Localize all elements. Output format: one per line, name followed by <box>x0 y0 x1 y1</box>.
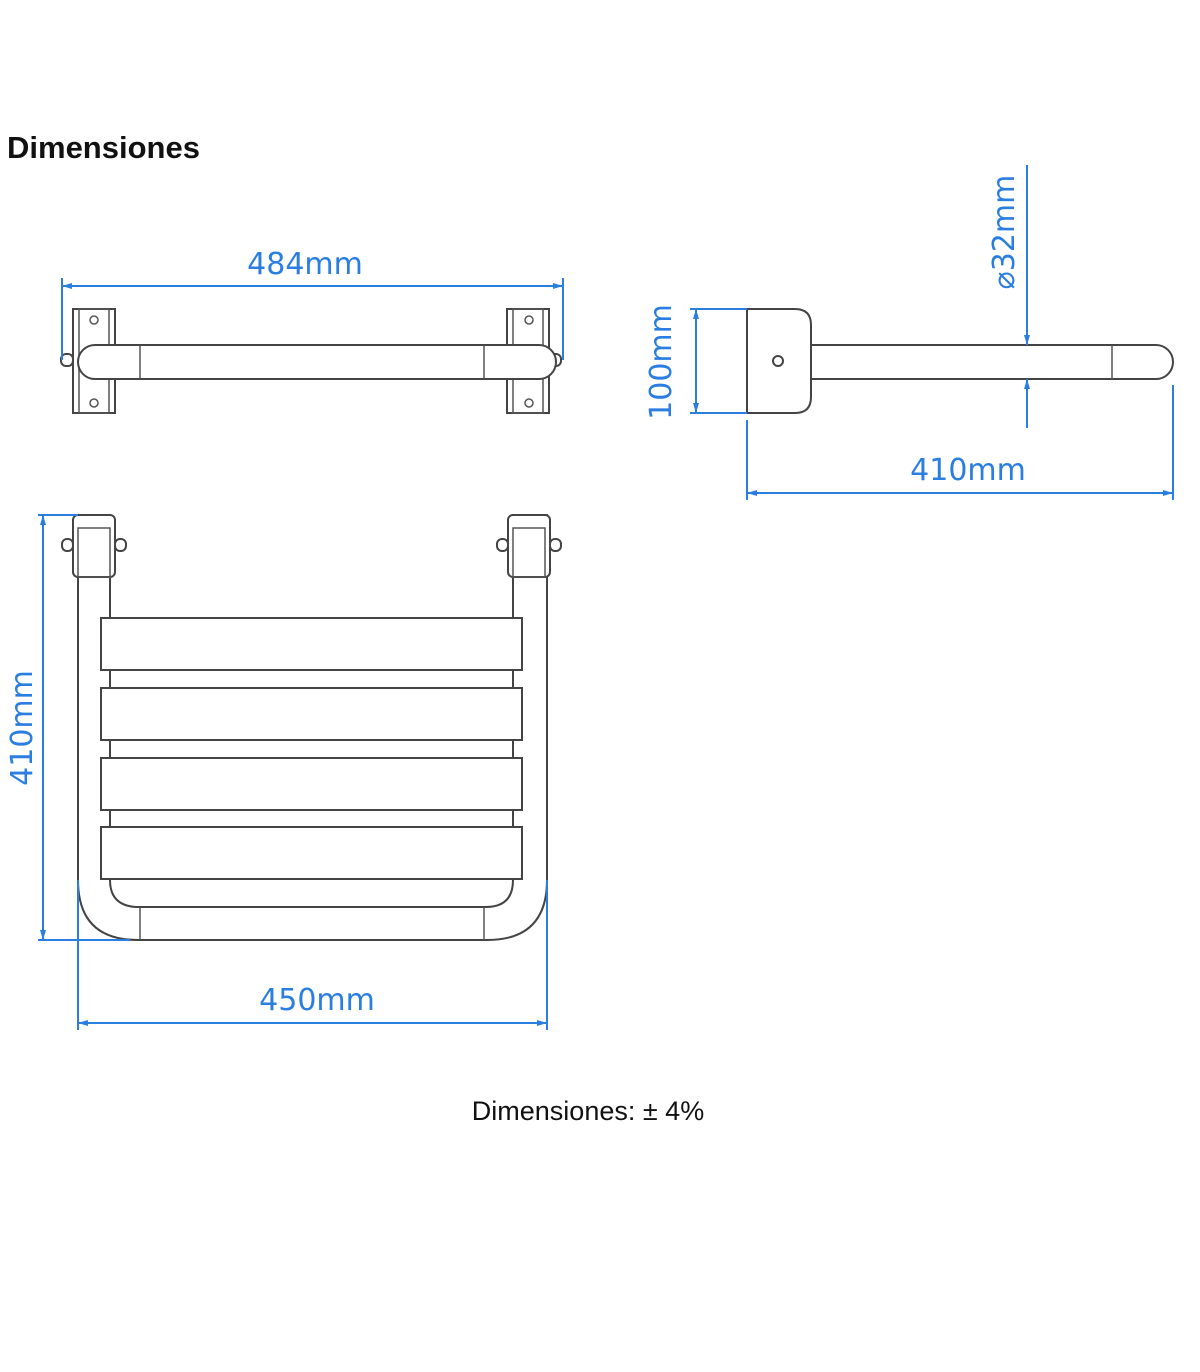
dimension-label-410-height: 410mm <box>5 670 40 786</box>
tolerance-note: Dimensiones: ± 4% <box>471 1096 705 1126</box>
left-hinge <box>61 514 127 578</box>
side-bar <box>789 344 1174 380</box>
side-view: 100mm ⌀32mm 410mm <box>644 165 1174 500</box>
dimension-label-484: 484mm <box>247 247 363 282</box>
right-hinge <box>496 514 562 578</box>
dimension-label-450: 450mm <box>259 983 375 1018</box>
seat-slat <box>100 687 523 741</box>
front-view: 410mm 450mm <box>5 514 562 1030</box>
seat-slat <box>100 826 523 880</box>
page-title: Dimensiones <box>7 130 200 165</box>
seat-slat <box>100 617 523 671</box>
dimension-label-410-depth: 410mm <box>910 453 1026 488</box>
dimension-label-diameter: ⌀32mm <box>987 175 1022 290</box>
grab-bar <box>77 344 557 380</box>
top-view: 484mm <box>60 247 564 414</box>
seat-slat <box>100 757 523 811</box>
dimension-label-100: 100mm <box>644 304 679 420</box>
